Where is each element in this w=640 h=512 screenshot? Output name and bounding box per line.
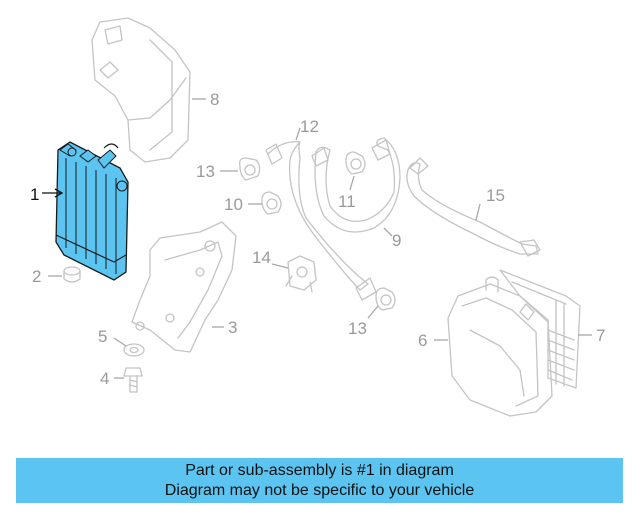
leader-1-arrow bbox=[54, 188, 64, 198]
parts-diagram: 1 2 3 4 5 6 7 8 9 10 11 12 13 13 14 15 bbox=[30, 17, 605, 417]
part-2-grommet[interactable] bbox=[63, 266, 81, 283]
info-banner: Part or sub-assembly is #1 in diagram Di… bbox=[16, 458, 623, 503]
callout-12[interactable]: 12 bbox=[300, 117, 319, 136]
part-13-clamp-upper[interactable] bbox=[238, 157, 261, 181]
banner-line-2: Diagram may not be specific to your vehi… bbox=[164, 482, 475, 499]
leader-13b bbox=[367, 305, 379, 319]
leader-14 bbox=[271, 263, 289, 269]
callout-13b[interactable]: 13 bbox=[348, 319, 367, 338]
callout-5[interactable]: 5 bbox=[98, 327, 107, 346]
part-11-clamp[interactable] bbox=[345, 151, 366, 175]
part-1-oil-cooler[interactable] bbox=[55, 141, 129, 281]
callout-8[interactable]: 8 bbox=[210, 90, 219, 109]
part-7-air-filter[interactable] bbox=[499, 269, 581, 389]
callout-14[interactable]: 14 bbox=[252, 248, 271, 267]
part-14-connector[interactable] bbox=[285, 255, 317, 293]
callout-15[interactable]: 15 bbox=[486, 186, 505, 205]
leader-5 bbox=[113, 337, 127, 347]
callout-9[interactable]: 9 bbox=[392, 231, 401, 250]
part-13-clamp-lower[interactable] bbox=[375, 287, 396, 311]
callout-10[interactable]: 10 bbox=[224, 195, 243, 214]
callout-13a[interactable]: 13 bbox=[196, 162, 215, 181]
part-9-hose[interactable] bbox=[311, 137, 401, 233]
part-4-bolt[interactable] bbox=[123, 367, 143, 393]
part-5-washer[interactable] bbox=[123, 343, 145, 357]
leader-11 bbox=[349, 175, 355, 191]
leader-9 bbox=[383, 227, 393, 237]
callout-7[interactable]: 7 bbox=[596, 326, 605, 345]
part-6-air-box[interactable] bbox=[447, 276, 553, 417]
part-10-clamp[interactable] bbox=[261, 191, 282, 215]
callout-6[interactable]: 6 bbox=[418, 331, 427, 350]
callout-1[interactable]: 1 bbox=[30, 185, 39, 204]
callout-11[interactable]: 11 bbox=[338, 192, 356, 211]
leader-12 bbox=[295, 127, 301, 141]
callout-2[interactable]: 2 bbox=[32, 267, 41, 286]
part-3-bracket[interactable] bbox=[131, 221, 237, 353]
leader-15 bbox=[475, 203, 481, 221]
callout-4[interactable]: 4 bbox=[100, 369, 109, 388]
banner-line-1: Part or sub-assembly is #1 in diagram bbox=[185, 462, 454, 479]
callout-3[interactable]: 3 bbox=[228, 318, 237, 337]
part-15-pipe[interactable] bbox=[406, 157, 541, 257]
part-8-air-duct[interactable] bbox=[91, 17, 191, 163]
